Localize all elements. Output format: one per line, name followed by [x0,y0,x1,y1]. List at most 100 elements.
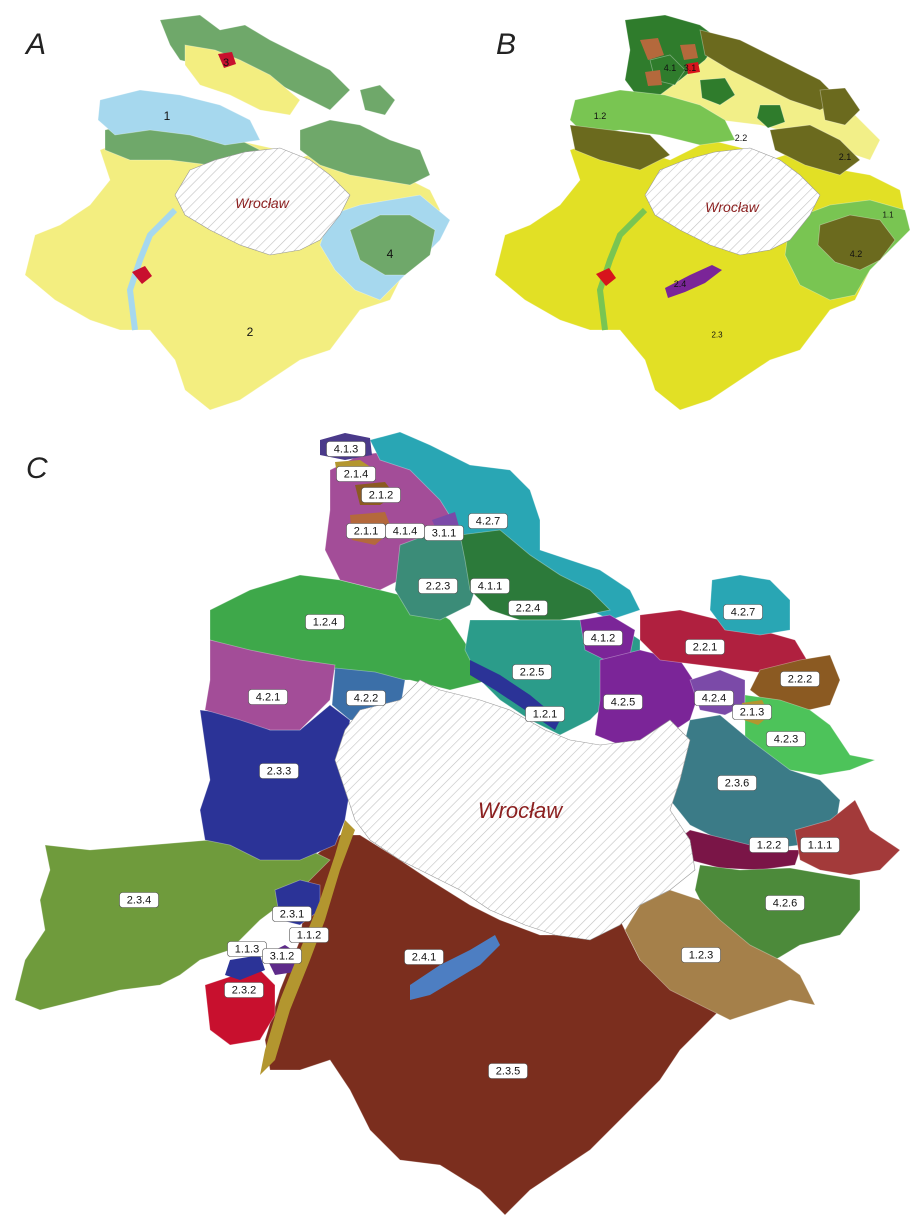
label-box [800,837,840,853]
region-b-olive-4-2 [817,214,896,271]
label-1: 1 [164,109,171,123]
label-box [418,578,458,594]
label-box [470,578,510,594]
region-2-4-1 [410,935,500,1000]
region-1-1-2 [260,820,355,1075]
label-box [694,690,734,706]
region-1-1-1 [794,799,901,876]
region-2-3-2 [204,969,276,1046]
label-c-2-3-6: 2.3.6 [717,775,757,791]
label-box [525,706,565,722]
region-red-a1 [132,266,152,284]
label-text: 1.1.3 [235,944,259,956]
label-text: 2.2.4 [516,603,540,615]
label-box [723,604,763,620]
region-b-red [596,268,616,286]
label-box [488,1063,528,1079]
label-c-1-2-2: 1.2.2 [749,837,789,853]
label-text: 4.2.1 [256,692,280,704]
panel-a: A Wrocław 1 2 3 4 [24,14,451,411]
label-text: 4.1.4 [393,526,417,538]
label-c-4-2-6: 4.2.6 [765,895,805,911]
region-b-brown-1 [640,38,664,60]
label-c-2-2-5: 2.2.5 [512,664,552,680]
city-area-c [334,679,696,941]
label-text: 2.3.5 [496,1066,520,1078]
label-box [766,731,806,747]
region-3 [218,52,236,68]
labels-a: 1 2 3 4 [164,57,394,339]
river-b [596,207,648,331]
label-c-2-3-2: 2.3.2 [224,982,264,998]
label-c-2-4-1: 2.4.1 [404,949,444,965]
label-box [717,775,757,791]
label-box [224,982,264,998]
label-box [681,947,721,963]
label-box [289,927,329,943]
region-4-2-1 [204,639,336,731]
label-box [326,441,366,457]
labels-b: 4.1 3.1 1.2 2.2 2.1 1.1 4.2 2.4 2.3 [594,63,894,340]
label-2-1: 2.1 [839,152,852,162]
label-text: 4.1.3 [334,444,358,456]
label-text: 3.1.2 [270,951,294,963]
label-box [749,837,789,853]
label-text: 2.1.4 [344,469,368,481]
city-area-b [644,147,821,256]
label-4-1: 4.1 [664,63,677,73]
label-1-1: 1.1 [882,211,894,220]
region-1 [97,89,261,146]
label-box [780,671,820,687]
label-box [346,690,386,706]
label-text: 2.3.3 [267,766,291,778]
label-c-2-2-2: 2.2.2 [780,671,820,687]
label-text: 1.1.1 [808,840,832,852]
label-text: 4.2.7 [731,607,755,619]
label-box [685,639,725,655]
region-b-olive-top [699,29,841,111]
label-2-2: 2.2 [735,133,748,143]
label-c-3-1-1: 3.1.1 [424,525,464,541]
label-c-4-2-5: 4.2.5 [603,694,643,710]
label-box [512,664,552,680]
label-box [119,892,159,908]
label-text: 2.3.2 [232,985,256,997]
region-green-3 [299,119,431,186]
label-c-2-1-2: 2.1.2 [361,487,401,503]
label-box [583,630,623,646]
label-text: 2.2.3 [426,581,450,593]
panel-b-letter: B [496,28,516,61]
label-box [361,487,401,503]
region-b-olive-left [569,124,671,171]
label-text: 2.2.1 [693,642,717,654]
label-box [336,466,376,482]
label-c-3-1-2: 3.1.2 [262,948,302,964]
label-c-2-3-4: 2.3.4 [119,892,159,908]
label-c-1-2-4: 1.2.4 [305,614,345,630]
label-box [259,763,299,779]
label-c-4-1-2: 4.1.2 [583,630,623,646]
city-area-a [174,147,351,256]
label-text: 2.1.3 [740,707,764,719]
label-c-1-1-3: 1.1.3 [227,941,267,957]
region-b-2-4 [665,265,722,298]
label-4: 4 [387,247,394,261]
label-2-3: 2.3 [711,331,723,340]
label-text: 1.2.2 [757,840,781,852]
label-c-2-1-4: 2.1.4 [336,466,376,482]
label-c-4-2-4: 4.2.4 [694,690,734,706]
label-4-2: 4.2 [850,249,863,259]
label-c-4-2-3: 4.2.3 [766,731,806,747]
label-text: 1.2.4 [313,617,337,629]
region-b-brown-2 [680,44,698,60]
label-box [732,704,772,720]
label-c-4-1-1: 4.1.1 [470,578,510,594]
label-text: 4.1.2 [591,633,615,645]
label-box [424,525,464,541]
label-text: 4.1.1 [478,581,502,593]
label-c-2-3-1: 2.3.1 [272,906,312,922]
label-c-4-2-2: 4.2.2 [346,690,386,706]
label-c-2-3-5: 2.3.5 [488,1063,528,1079]
label-c-2-3-3: 2.3.3 [259,763,299,779]
